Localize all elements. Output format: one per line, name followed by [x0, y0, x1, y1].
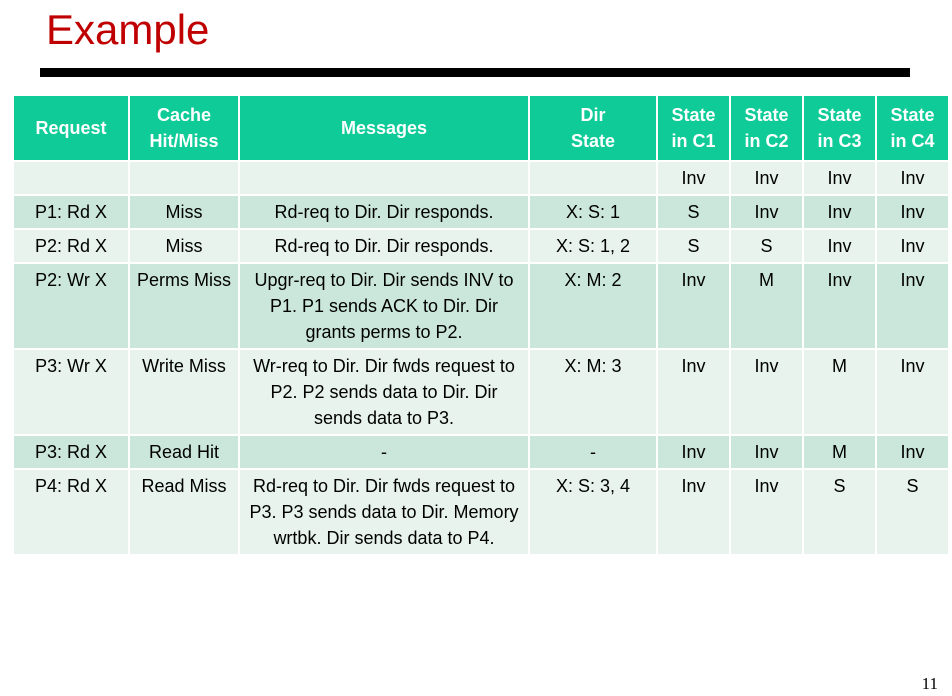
cell-state-c2: Inv	[731, 196, 802, 228]
cell-messages: Rd-req to Dir. Dir fwds request to P3. P…	[240, 470, 528, 554]
cell-messages: -	[240, 436, 528, 468]
cell-cache-hit-miss: Miss	[130, 196, 238, 228]
column-header-c2-line2: in C2	[744, 131, 789, 151]
cell-state-c4: Inv	[877, 230, 948, 262]
cell-request: P1: Rd X	[14, 196, 128, 228]
column-header-dir-state: Dir State	[530, 96, 656, 160]
cell-state-c3: M	[804, 350, 875, 434]
cell-dir-state: X: S: 1	[530, 196, 656, 228]
cell-state-c4: Inv	[877, 436, 948, 468]
cell-state-c1: Inv	[658, 162, 729, 194]
cell-state-c4: S	[877, 470, 948, 554]
cell-cache-hit-miss: Write Miss	[130, 350, 238, 434]
cell-state-c3: Inv	[804, 230, 875, 262]
column-header-state-c4: State in C4	[877, 96, 948, 160]
title-underline-rule	[40, 68, 910, 77]
cell-dir-state: -	[530, 436, 656, 468]
cell-cache-hit-miss	[130, 162, 238, 194]
coherence-example-table: Request Cache Hit/Miss Messages Dir Stat…	[12, 94, 950, 556]
cell-messages	[240, 162, 528, 194]
cell-state-c3: M	[804, 436, 875, 468]
page-title: Example	[46, 6, 210, 53]
cell-state-c1: Inv	[658, 470, 729, 554]
cell-state-c2: Inv	[731, 470, 802, 554]
cell-state-c1: S	[658, 230, 729, 262]
cell-state-c3: S	[804, 470, 875, 554]
column-header-state-c1: State in C1	[658, 96, 729, 160]
cell-request: P3: Rd X	[14, 436, 128, 468]
cell-messages: Rd-req to Dir. Dir responds.	[240, 196, 528, 228]
column-header-request: Request	[14, 96, 128, 160]
cell-dir-state: X: M: 2	[530, 264, 656, 348]
cell-state-c2: Inv	[731, 162, 802, 194]
cell-messages: Upgr-req to Dir. Dir sends INV to P1. P1…	[240, 264, 528, 348]
cell-cache-hit-miss: Read Miss	[130, 470, 238, 554]
cell-request: P4: Rd X	[14, 470, 128, 554]
cell-state-c3: Inv	[804, 162, 875, 194]
cell-state-c3: Inv	[804, 264, 875, 348]
column-header-c4-line1: State	[890, 105, 935, 125]
cell-state-c2: Inv	[731, 436, 802, 468]
cell-state-c4: Inv	[877, 264, 948, 348]
cell-dir-state: X: S: 1, 2	[530, 230, 656, 262]
cell-state-c4: Inv	[877, 162, 948, 194]
column-header-c4-line2: in C4	[890, 131, 935, 151]
table-header-row: Request Cache Hit/Miss Messages Dir Stat…	[14, 96, 948, 160]
column-header-c1-line1: State	[671, 105, 716, 125]
cell-request: P2: Wr X	[14, 264, 128, 348]
cell-messages: Wr-req to Dir. Dir fwds request to P2. P…	[240, 350, 528, 434]
cell-request: P3: Wr X	[14, 350, 128, 434]
cell-state-c2: S	[731, 230, 802, 262]
column-header-c2-line1: State	[744, 105, 789, 125]
cell-state-c1: Inv	[658, 436, 729, 468]
cell-state-c2: Inv	[731, 350, 802, 434]
column-header-c1-line2: in C1	[671, 131, 716, 151]
cell-dir-state: X: M: 3	[530, 350, 656, 434]
column-header-cache-line2: Hit/Miss	[149, 131, 219, 151]
cell-state-c2: M	[731, 264, 802, 348]
cell-state-c1: Inv	[658, 350, 729, 434]
cell-cache-hit-miss: Miss	[130, 230, 238, 262]
cell-state-c1: Inv	[658, 264, 729, 348]
column-header-state-c3: State in C3	[804, 96, 875, 160]
cell-state-c3: Inv	[804, 196, 875, 228]
column-header-dir-line1: Dir	[580, 105, 606, 125]
cell-request: P2: Rd X	[14, 230, 128, 262]
cell-cache-hit-miss: Read Hit	[130, 436, 238, 468]
cell-state-c4: Inv	[877, 350, 948, 434]
page-number: 11	[921, 674, 938, 693]
column-header-dir-line2: State	[570, 131, 615, 151]
column-header-state-c2: State in C2	[731, 96, 802, 160]
column-header-c3-line1: State	[817, 105, 862, 125]
cell-messages: Rd-req to Dir. Dir responds.	[240, 230, 528, 262]
cell-dir-state	[530, 162, 656, 194]
cell-cache-hit-miss: Perms Miss	[130, 264, 238, 348]
cell-dir-state: X: S: 3, 4	[530, 470, 656, 554]
column-header-cache-line1: Cache	[156, 105, 212, 125]
cell-state-c1: S	[658, 196, 729, 228]
column-header-c3-line2: in C3	[817, 131, 862, 151]
column-header-messages-line1: Messages	[340, 118, 428, 138]
column-header-messages: Messages	[240, 96, 528, 160]
column-header-request-line1: Request	[35, 118, 107, 138]
cell-request	[14, 162, 128, 194]
column-header-cache-hit-miss: Cache Hit/Miss	[130, 96, 238, 160]
cell-state-c4: Inv	[877, 196, 948, 228]
